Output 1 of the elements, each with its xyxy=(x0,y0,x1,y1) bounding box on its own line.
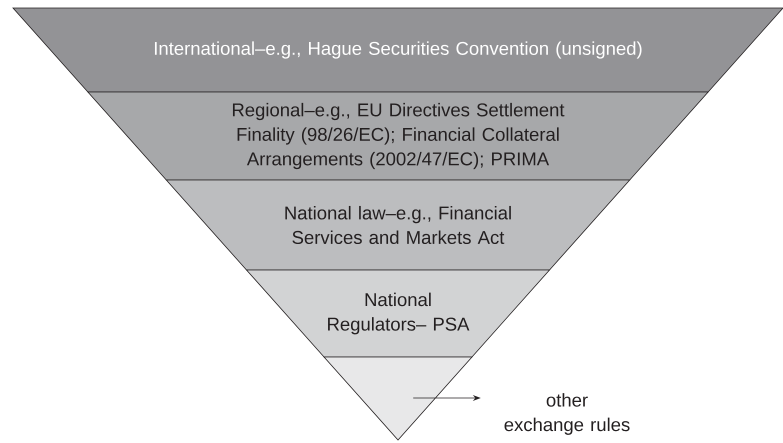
side-label: other exchange rules xyxy=(504,393,630,435)
